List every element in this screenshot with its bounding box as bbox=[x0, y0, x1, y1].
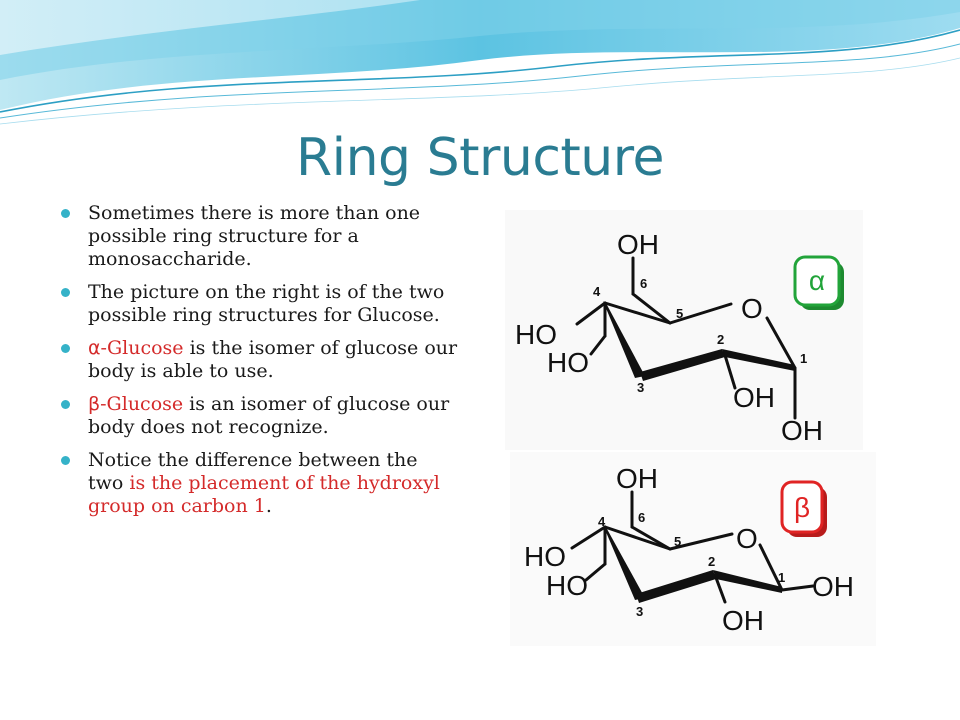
alpha-carbon-4-label: 4 bbox=[593, 284, 601, 299]
beta-ho-c3: HO bbox=[546, 570, 588, 601]
beta-carbon-2-label: 2 bbox=[708, 554, 715, 569]
bullet-text: Notice the difference between the two bbox=[88, 449, 418, 494]
beta-ring-oxygen: O bbox=[736, 523, 758, 554]
bullet-icon bbox=[61, 209, 70, 218]
alpha-badge: α bbox=[793, 255, 844, 310]
beta-badge: β bbox=[780, 480, 827, 537]
bullet-item: Sometimes there is more than one possibl… bbox=[58, 202, 458, 271]
beta-carbon-4-label: 4 bbox=[598, 514, 606, 529]
alpha-bonds bbox=[575, 256, 797, 420]
bullet-icon bbox=[61, 288, 70, 297]
alpha-symbol: α bbox=[88, 337, 101, 359]
beta-badge-symbol: β bbox=[794, 492, 810, 523]
beta-wedge-bonds bbox=[603, 525, 782, 603]
alpha-ho-c3: HO bbox=[547, 347, 589, 378]
alpha-ho-c4: HO bbox=[515, 319, 557, 350]
bullet-item: Notice the difference between the two is… bbox=[58, 449, 458, 518]
beta-glucose-structure: β OH bbox=[510, 452, 876, 646]
alpha-badge-symbol: α bbox=[809, 265, 825, 296]
alpha-oh-c1: OH bbox=[781, 415, 823, 446]
alpha-carbon-5-label: 5 bbox=[676, 306, 683, 321]
bullet-item: The picture on the right is of the two p… bbox=[58, 281, 458, 327]
bullet-text: is an isomer of glucose our body does no… bbox=[88, 393, 450, 438]
beta-oh-c6: OH bbox=[616, 463, 658, 494]
alpha-oh-c2: OH bbox=[733, 382, 775, 413]
bullet-text: is the isomer of glucose our body is abl… bbox=[88, 337, 458, 382]
beta-symbol: β bbox=[88, 393, 101, 415]
beta-carbon-1-label: 1 bbox=[778, 570, 785, 585]
beta-bonds bbox=[570, 490, 815, 604]
header-wave-decoration bbox=[0, 0, 960, 125]
bullet-list: Sometimes there is more than one possibl… bbox=[58, 202, 458, 528]
alpha-ring-oxygen: O bbox=[741, 293, 763, 324]
alpha-carbon-1-label: 1 bbox=[800, 351, 807, 366]
alpha-oh-c6: OH bbox=[617, 229, 659, 260]
bullet-text: Sometimes there is more than one possibl… bbox=[88, 202, 421, 270]
bullet-icon bbox=[61, 400, 70, 409]
beta-carbon-5-label: 5 bbox=[674, 534, 681, 549]
bullet-text: . bbox=[265, 495, 272, 517]
beta-glucose-term: -Glucose bbox=[100, 393, 184, 415]
bullet-item: α-Glucose is the isomer of glucose our b… bbox=[58, 337, 458, 383]
bullet-icon bbox=[61, 456, 70, 465]
alpha-carbon-3-label: 3 bbox=[637, 380, 644, 395]
beta-carbon-3-label: 3 bbox=[636, 604, 643, 619]
beta-oh-c1: OH bbox=[812, 571, 854, 602]
page-title: Ring Structure bbox=[296, 128, 664, 188]
alpha-glucose-structure: α OH bbox=[505, 210, 863, 450]
alpha-carbon-6-label: 6 bbox=[640, 276, 647, 291]
beta-ho-c4: HO bbox=[524, 541, 566, 572]
alpha-wedge-bonds bbox=[603, 301, 795, 381]
alpha-glucose-term: -Glucose bbox=[100, 337, 184, 359]
bullet-item: β-Glucose is an isomer of glucose our bo… bbox=[58, 393, 458, 439]
highlight-text: is the placement of the hydroxyl group o… bbox=[88, 472, 440, 517]
alpha-carbon-2-label: 2 bbox=[717, 332, 724, 347]
bullet-text: The picture on the right is of the two p… bbox=[88, 281, 445, 326]
beta-carbon-6-label: 6 bbox=[638, 510, 645, 525]
beta-oh-c2: OH bbox=[722, 605, 764, 636]
bullet-icon bbox=[61, 344, 70, 353]
